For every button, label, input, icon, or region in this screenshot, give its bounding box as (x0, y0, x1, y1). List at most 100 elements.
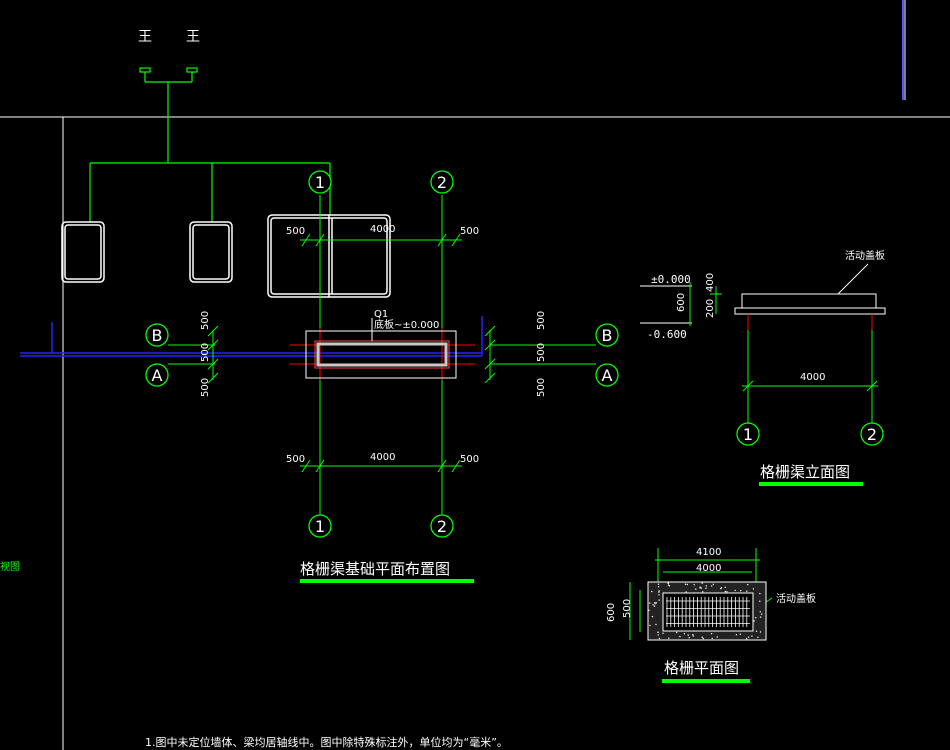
plan-axis-top-2: 2 (437, 173, 447, 192)
concrete-speckle (747, 583, 749, 586)
plan-axis-top-1: 1 (315, 173, 325, 192)
plan-dim-left-1: 500 (200, 311, 211, 330)
concrete-speckle (667, 584, 670, 586)
plan-axis-bubbles (145, 170, 619, 538)
plan-dim-bottom-left: 500 (286, 454, 305, 465)
elev-axis-2: 2 (867, 425, 877, 444)
concrete-speckle (705, 585, 707, 587)
concrete-speckle (759, 592, 761, 595)
concrete-speckle (652, 604, 654, 606)
plan-dim-top-left: 500 (286, 226, 305, 237)
plan-dim-left-3: 500 (200, 378, 211, 397)
concrete-speckle (692, 635, 694, 637)
concrete-speckle (745, 638, 748, 640)
concrete-speckle (710, 633, 713, 635)
elev-title-underline (759, 482, 863, 486)
concrete-speckle (716, 636, 718, 638)
grate-dim-height-inner: 500 (622, 599, 633, 618)
concrete-speckle (651, 590, 653, 593)
plan-dim-top-mid: 4000 (370, 224, 395, 235)
concrete-speckle (746, 590, 748, 592)
plan-dim-right-3: 500 (536, 378, 547, 397)
concrete-speckle (711, 637, 713, 640)
plan-label-bottom: 底板~±0.000 (374, 318, 439, 331)
elev-level-bottom: -0.600 (647, 328, 687, 341)
plan-dim-left-2: 500 (200, 343, 211, 362)
concrete-speckle (655, 623, 657, 626)
concrete-speckle (648, 609, 650, 611)
concrete-speckle (724, 590, 727, 593)
plan-dim-bottom-mid: 4000 (370, 452, 395, 463)
plan-axis-left-b: B (152, 326, 163, 345)
concrete-speckle (657, 583, 660, 585)
elev-dim-total: 600 (676, 293, 687, 312)
grate-title: 格栅平面图 (664, 659, 739, 677)
concrete-speckle (720, 587, 722, 590)
concrete-speckle (658, 590, 660, 592)
side-label: 视图 (0, 560, 20, 573)
concrete-speckle (755, 630, 758, 632)
concrete-speckle (686, 583, 688, 586)
plan-axis-right-a: A (602, 366, 613, 385)
plan-axis-left-a: A (152, 366, 163, 385)
concrete-speckle (702, 591, 704, 593)
concrete-speckle (695, 588, 697, 590)
elev-title: 格栅渠立面图 (760, 463, 850, 481)
plan-dim-right-1: 500 (536, 311, 547, 330)
concrete-speckle (701, 636, 703, 638)
concrete-speckle (684, 583, 687, 585)
concrete-speckle (726, 591, 728, 593)
concrete-speckle (734, 589, 736, 592)
general-note: 1.图中未定位墙体、梁均居轴线中。图中除特殊标注外，单位均为“毫米”。 (145, 735, 508, 749)
elev-axis-1: 1 (743, 425, 753, 444)
concrete-speckle (752, 588, 755, 590)
concrete-speckle (657, 586, 660, 588)
concrete-speckle (657, 631, 659, 633)
concrete-speckle (740, 590, 742, 592)
concrete-speckle (747, 636, 750, 638)
concrete-speckle (655, 602, 658, 604)
concrete-speckle (724, 586, 726, 588)
concrete-speckle (753, 620, 755, 622)
elev-dim-upper: 400 (705, 273, 716, 292)
concrete-speckle (676, 631, 678, 634)
concrete-speckle (658, 594, 660, 596)
concrete-speckle (687, 634, 689, 636)
elev-level-top: ±0.000 (651, 273, 691, 286)
plan-title: 格栅渠基础平面布置图 (300, 560, 450, 578)
concrete-speckle (759, 611, 761, 613)
elev-dim-span: 4000 (800, 372, 825, 383)
concrete-speckle (751, 635, 753, 637)
concrete-speckle (658, 591, 660, 593)
concrete-speckle (658, 599, 660, 601)
grate-title-underline (662, 679, 750, 683)
concrete-speckle (735, 634, 738, 636)
concrete-speckle (685, 591, 687, 593)
plan-axis-right-b: B (602, 326, 613, 345)
plan-axis-bottom-2: 2 (437, 517, 447, 536)
concrete-speckle (739, 633, 741, 635)
concrete-speckle (761, 613, 763, 615)
top-symbol-right: 王 (186, 29, 200, 45)
pipe-line (20, 316, 483, 357)
top-symbol-left: 王 (138, 29, 152, 45)
concrete-speckle (668, 637, 670, 639)
concrete-speckle (712, 583, 714, 585)
concrete-speckle (699, 587, 701, 589)
grate-dim-height-outer: 600 (606, 603, 617, 622)
grate-dim-inner: 4000 (696, 563, 721, 574)
concrete-speckle (657, 634, 659, 636)
concrete-speckle (654, 602, 656, 604)
grate-cover-label: 活动盖板 (776, 592, 816, 605)
elev-dim-lower: 200 (705, 299, 716, 318)
grate-dim-outer: 4100 (696, 547, 721, 558)
concrete-speckle (711, 585, 713, 587)
concrete-speckle (688, 637, 690, 639)
plan-channel (305, 318, 457, 379)
concrete-speckle (692, 634, 694, 636)
elev-cover-label: 活动盖板 (845, 249, 885, 262)
concrete-speckle (649, 602, 651, 604)
concrete-speckle (759, 600, 761, 602)
plan-axis-bottom-1: 1 (315, 517, 325, 536)
concrete-speckle (662, 632, 664, 634)
